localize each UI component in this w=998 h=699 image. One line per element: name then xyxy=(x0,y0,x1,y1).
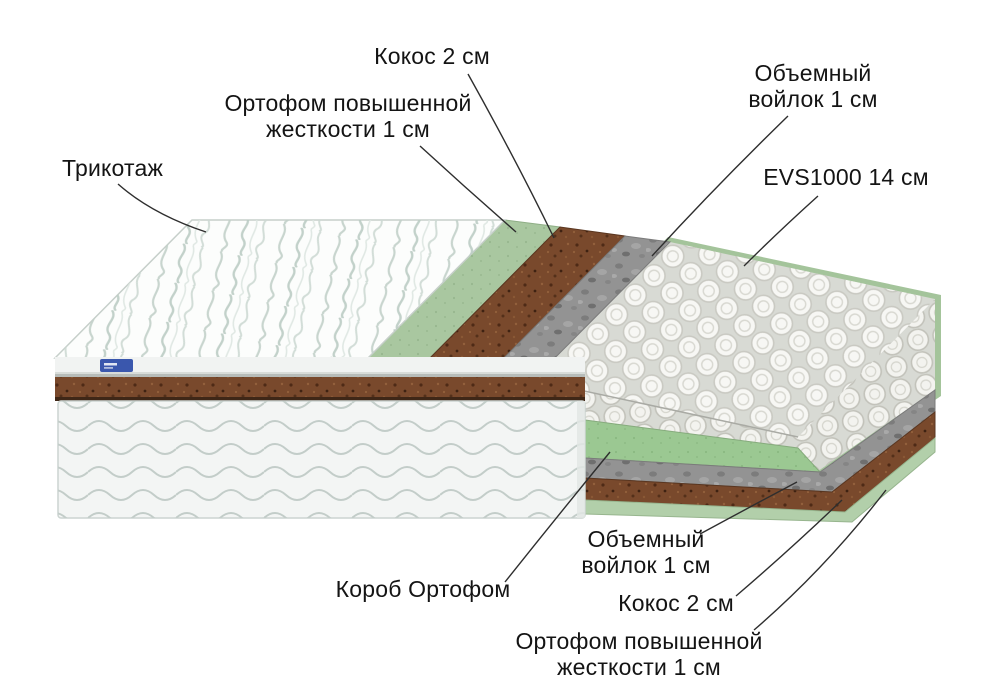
label-felt-bottom-1: Объемный xyxy=(588,526,705,552)
spring-block-top xyxy=(533,242,935,437)
edge-felt-line xyxy=(55,374,585,377)
leader-knit xyxy=(117,183,207,233)
label-orthofoam-bottom-2: жесткости 1 см xyxy=(557,654,721,680)
leader-box xyxy=(504,451,611,583)
leader-felt-top xyxy=(651,115,789,257)
front-edge-stack xyxy=(55,357,585,401)
label-coconut-top: Кокос 2 см xyxy=(374,43,490,69)
label-felt-bottom-2: войлок 1 см xyxy=(581,552,710,578)
edge-fabric-shadow xyxy=(55,372,585,374)
label-box: Короб Ортофом xyxy=(336,576,511,602)
label-coconut-bottom: Кокос 2 см xyxy=(618,590,734,616)
box-quilting-texture xyxy=(58,401,585,518)
callout-labels: Трикотаж Ортофом повышенной жесткости 1 … xyxy=(62,43,929,680)
leader-springs xyxy=(743,195,819,267)
box-cut-edge xyxy=(577,401,585,518)
leader-orthofoam-top xyxy=(419,145,517,233)
leader-coconut-top xyxy=(467,73,555,239)
mattress-box xyxy=(57,400,586,519)
label-felt-top-1: Объемный xyxy=(755,60,872,86)
label-orthofoam-top-2: жесткости 1 см xyxy=(266,116,430,142)
label-orthofoam-top-1: Ортофом повышенной xyxy=(224,90,471,116)
layer-knit-sheet-texture xyxy=(55,220,505,358)
label-knit: Трикотаж xyxy=(62,155,163,181)
label-orthofoam-bottom-1: Ортофом повышенной xyxy=(515,628,762,654)
leader-orthofoam-bottom xyxy=(753,489,887,631)
mattress xyxy=(53,219,941,523)
spring-block-right-face xyxy=(798,299,935,485)
edge-fabric-band xyxy=(55,357,585,374)
label-springs: EVS1000 14 см xyxy=(763,164,928,190)
leader-coconut-bottom xyxy=(735,499,843,597)
edge-seam-line xyxy=(55,397,585,401)
brand-tag-mark xyxy=(104,367,113,369)
callout-lines xyxy=(117,73,887,631)
edge-coconut-band xyxy=(55,377,585,399)
label-felt-top-2: войлок 1 см xyxy=(748,86,877,112)
leader-felt-bottom xyxy=(699,481,798,535)
brand-tag-mark xyxy=(104,363,117,366)
